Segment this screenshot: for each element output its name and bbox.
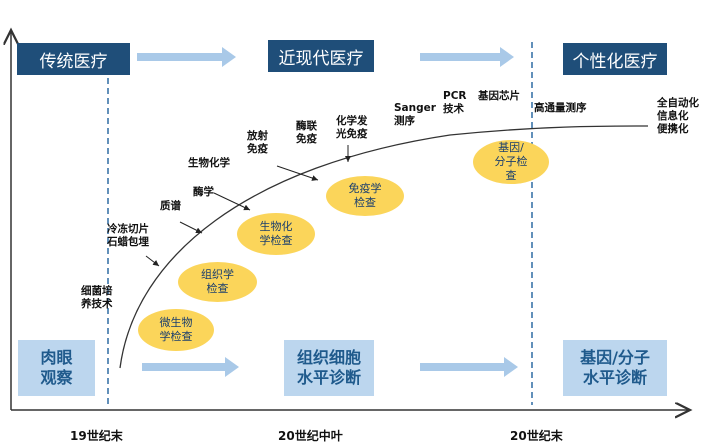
pointer-radioimmuno — [276, 165, 319, 181]
test-immunology: 免疫学 检查 — [326, 176, 404, 216]
tech-chemiluminescence: 化学发 光免疫 — [336, 115, 368, 141]
level-gene-molecular: 基因/分子 水平诊断 — [563, 340, 667, 396]
level-arrow-1 — [142, 357, 239, 377]
tech-enzyme-immuno: 酶联 免疫 — [296, 120, 317, 146]
test-biochemical: 生物化 学检查 — [237, 213, 315, 255]
tech-frozen-section: 冷冻切片 石蜡包埋 — [107, 223, 149, 249]
tech-automation: 全自动化 信息化 便携化 — [657, 97, 699, 136]
era-modern: 近现代医疗 — [268, 40, 374, 72]
tech-pcr: PCR 技术 — [443, 90, 467, 116]
tech-enzymology: 酶学 — [193, 186, 214, 198]
pointer-mass-spec — [179, 221, 203, 234]
era-arrow-2 — [420, 47, 514, 67]
era-personalized: 个性化医疗 — [563, 43, 667, 75]
tech-bacteria-culture: 细菌培 养技术 — [81, 285, 113, 311]
tech-gene-chip: 基因芯片 — [478, 90, 520, 102]
level-arrow-2 — [420, 357, 518, 377]
tech-high-throughput: 高通量测序 — [534, 102, 587, 114]
pointer-enzymology — [213, 192, 251, 211]
pointer-frozen — [145, 255, 160, 267]
era-arrow-1 — [137, 47, 236, 67]
tech-mass-spec: 质谱 — [160, 200, 181, 212]
tech-sanger: Sanger 测序 — [394, 102, 436, 128]
era-traditional: 传统医疗 — [17, 43, 130, 75]
development-curve — [119, 125, 649, 369]
level-tissue-cell: 组织细胞 水平诊断 — [284, 340, 374, 396]
test-histology: 组织学 检查 — [178, 262, 257, 302]
test-gene-molecular: 基因/ 分子检 查 — [473, 140, 549, 184]
test-microbiology: 微生物 学检查 — [138, 309, 214, 351]
timeline-20th-century-end: 20世纪末 — [510, 429, 563, 443]
tech-biochemistry: 生物化学 — [188, 157, 230, 169]
timeline-19th-century-end: 19世纪末 — [70, 429, 123, 443]
level-gross-observation: 肉眼 观察 — [18, 340, 95, 396]
tech-radioimmuno: 放射 免疫 — [247, 130, 268, 156]
timeline-20th-century-mid: 20世纪中叶 — [278, 429, 343, 443]
